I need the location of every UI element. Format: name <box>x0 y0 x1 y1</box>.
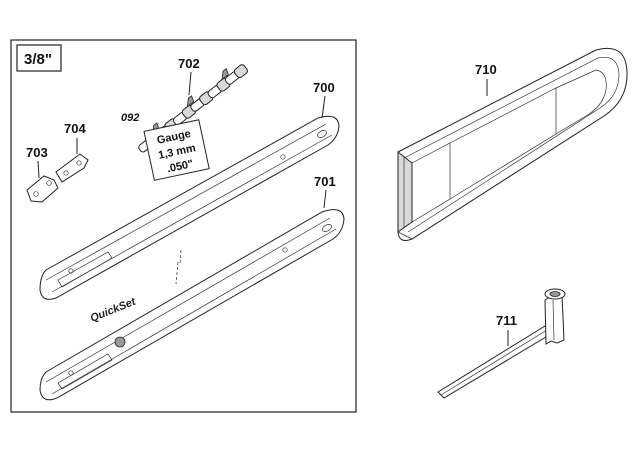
guide-bar-701: QuickSet <box>39 209 345 401</box>
label-703-text: 703 <box>26 145 48 160</box>
gauge-box: Gauge 1,3 mm .050" <box>143 119 210 181</box>
label-704-text: 704 <box>64 121 86 136</box>
label-092-text: 092 <box>121 112 139 124</box>
label-703: 703 <box>26 145 48 179</box>
left-panel-frame <box>10 39 357 413</box>
label-092: 092 <box>121 112 139 124</box>
label-701: 701 <box>314 174 336 209</box>
label-700-text: 700 <box>313 80 335 95</box>
size-tag: 3/8" <box>24 51 52 68</box>
left-panel: 3/8" <box>10 39 357 413</box>
bar-cover-710 <box>397 47 628 241</box>
label-711: 711 <box>496 313 517 346</box>
chain-link-704 <box>55 153 89 183</box>
chain-link-703 <box>26 175 59 203</box>
bar-brand: QuickSet <box>89 295 139 324</box>
label-700: 700 <box>313 80 335 119</box>
label-710: 710 <box>475 62 497 96</box>
gauge-imperial: .050" <box>166 158 195 175</box>
label-702-text: 702 <box>178 56 200 71</box>
label-701-text: 701 <box>314 174 336 189</box>
label-710-text: 710 <box>475 62 497 77</box>
label-704: 704 <box>64 121 86 154</box>
label-702: 702 <box>178 56 200 96</box>
label-711-text: 711 <box>496 313 517 328</box>
guide-bar-700 <box>39 115 340 300</box>
size-tag-box <box>16 44 62 72</box>
wrench-711 <box>437 288 566 399</box>
